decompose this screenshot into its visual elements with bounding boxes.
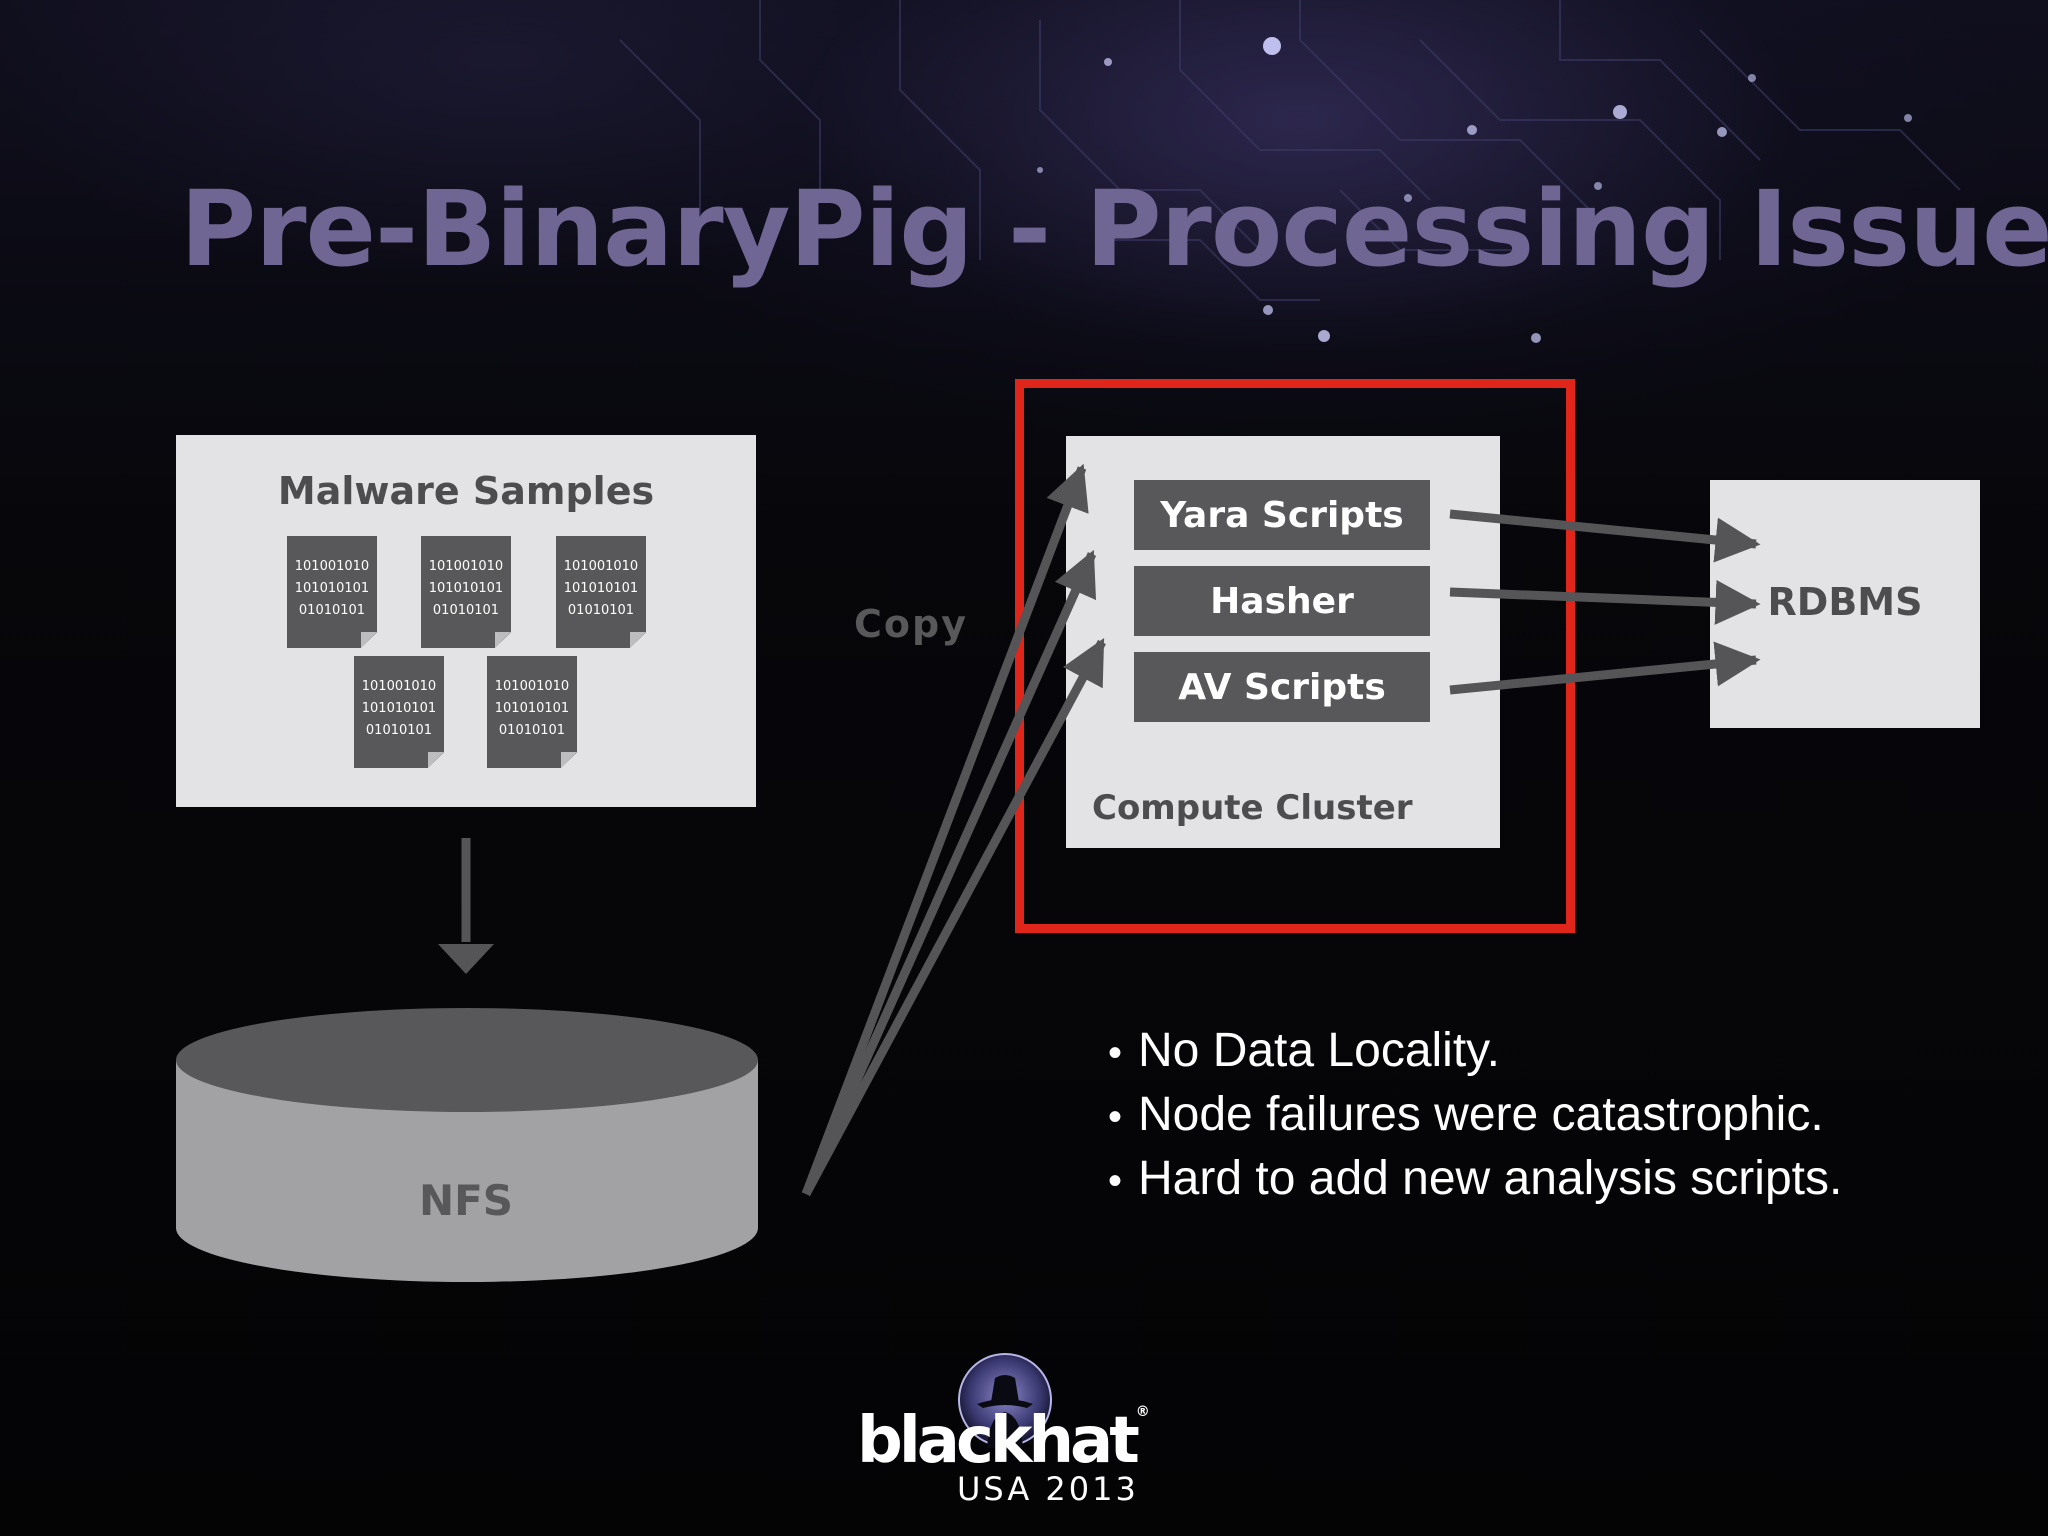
blackhat-logo: blackhat® USA 2013 <box>855 1352 1195 1508</box>
issues-bullet-list: •No Data Locality. •Node failures were c… <box>1108 1020 1842 1212</box>
file-bits-line: 101001010 <box>494 679 570 694</box>
malware-samples-label: Malware Samples <box>277 469 655 513</box>
compute-cluster-label: Compute Cluster <box>1092 788 1413 828</box>
binary-file-icon: 101001010 101010101 01010101 <box>487 656 577 768</box>
file-bits-line: 01010101 <box>567 603 635 618</box>
file-bits-line: 101010101 <box>428 581 504 596</box>
event-label: USA 2013 <box>957 1470 1139 1508</box>
file-bits-line: 01010101 <box>298 603 366 618</box>
file-bits-line: 101010101 <box>294 581 370 596</box>
slide-title: Pre-BinaryPig - Processing Issues <box>180 168 2048 290</box>
nfs-cylinder-icon <box>176 1008 758 1282</box>
hasher-box: Hasher <box>1134 566 1430 636</box>
bullet-item: •Hard to add new analysis scripts. <box>1108 1152 1843 1205</box>
bullet-text: Node failures were catastrophic. <box>1138 1088 1824 1141</box>
file-bits-line: 101001010 <box>428 559 504 574</box>
file-bits-line: 01010101 <box>365 723 433 738</box>
file-bits-line: 101001010 <box>294 559 370 574</box>
file-bits-line: 101001010 <box>563 559 639 574</box>
malware-samples-box: Malware Samples 101001010 101010101 0101… <box>176 435 756 807</box>
file-bits-line: 101010101 <box>494 701 570 716</box>
file-bits-line: 101001010 <box>361 679 437 694</box>
bullet-text: No Data Locality. <box>1138 1024 1500 1077</box>
binary-file-icon: 101001010 101010101 01010101 <box>421 536 511 648</box>
binary-file-icon: 101001010 101010101 01010101 <box>287 536 377 648</box>
brand-text: blackhat <box>857 1404 1140 1478</box>
rdbms-label: RDBMS <box>1767 580 1923 624</box>
copy-label: Copy <box>854 602 968 646</box>
binary-file-icon: 101001010 101010101 01010101 <box>354 656 444 768</box>
registered-mark-icon: ® <box>1135 1404 1150 1420</box>
blackhat-wordmark: blackhat® <box>857 1404 1150 1478</box>
file-bits-line: 101010101 <box>361 701 437 716</box>
nfs-label: NFS <box>418 1176 514 1225</box>
bullet-item: •Node failures were catastrophic. <box>1108 1088 1824 1141</box>
bullet-item: •No Data Locality. <box>1108 1024 1500 1077</box>
hat-silhouette-icon <box>958 1353 1052 1448</box>
yara-scripts-box: Yara Scripts <box>1134 480 1430 550</box>
file-bits-line: 01010101 <box>432 603 500 618</box>
bullet-text: Hard to add new analysis scripts. <box>1138 1152 1843 1205</box>
file-bits-line: 01010101 <box>498 723 566 738</box>
av-scripts-box: AV Scripts <box>1134 652 1430 722</box>
binary-file-icon: 101001010 101010101 01010101 <box>556 536 646 648</box>
file-bits-line: 101010101 <box>563 581 639 596</box>
